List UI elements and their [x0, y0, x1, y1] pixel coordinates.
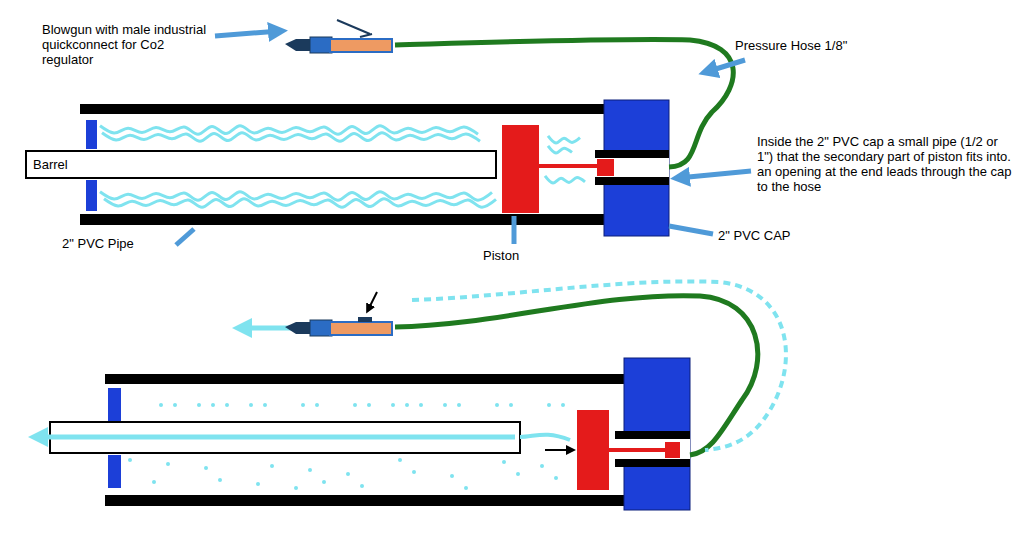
gas-particle — [509, 403, 513, 407]
gas-particle — [443, 403, 447, 407]
gas-particle — [152, 480, 156, 484]
gas-particle — [218, 478, 222, 482]
gas-flow — [36, 435, 515, 440]
gas-flow — [545, 176, 585, 183]
motion-arrow — [545, 449, 572, 451]
piston — [502, 125, 539, 213]
blowgun — [285, 292, 392, 336]
piston-rod — [539, 164, 600, 168]
pipe-wall — [80, 214, 606, 225]
gas-particle — [554, 476, 558, 480]
gas-particle — [256, 482, 260, 486]
gas-particle — [211, 403, 215, 407]
piston-secondary — [597, 159, 614, 176]
gas-particle — [405, 403, 409, 407]
blowgun — [285, 20, 392, 53]
piston — [577, 410, 609, 490]
gas-flow — [548, 136, 580, 143]
flow-bottom — [36, 403, 570, 490]
gas-particle — [360, 484, 364, 488]
gas-particle — [367, 403, 371, 407]
gas-particle — [308, 468, 312, 472]
barrel-box: Barrel — [25, 150, 497, 179]
gas-particle — [159, 403, 163, 407]
gas-particle — [547, 403, 551, 407]
callout-text: Pressure Hose 1/8" — [735, 38, 905, 53]
gas-flow — [520, 435, 570, 440]
gas-flow — [100, 126, 478, 134]
gas-particle — [502, 460, 506, 464]
barrel-ring — [86, 120, 97, 149]
part-name: Piston — [483, 248, 553, 263]
gas-particle — [294, 486, 298, 490]
gas-particle — [249, 403, 253, 407]
gas-particle — [457, 403, 461, 407]
gas-particle — [204, 466, 208, 470]
pressure-hose — [395, 296, 758, 455]
piston-rod — [609, 448, 668, 452]
gas-particle — [561, 403, 565, 407]
gas-particle — [301, 403, 305, 407]
gas-particle — [173, 403, 177, 407]
gas-particle — [398, 458, 402, 462]
leader-lines — [176, 31, 751, 245]
gas-particle — [353, 403, 357, 407]
gas-flow — [548, 146, 572, 153]
piston-secondary — [665, 442, 680, 458]
barrel-ring — [108, 455, 121, 488]
gas-flow — [100, 192, 492, 200]
gas-particle — [495, 403, 499, 407]
gas-particle — [464, 486, 468, 490]
barrel-ring — [86, 180, 97, 211]
gas-particle — [128, 458, 132, 462]
gas-particle — [166, 462, 170, 466]
pipe-wall — [105, 374, 626, 384]
gas-particle — [270, 464, 274, 468]
gas-flow — [102, 133, 480, 141]
part-name: 2" PVC CAP — [718, 228, 838, 243]
gas-particle — [197, 403, 201, 407]
pressure-hose — [395, 39, 733, 167]
gas-particle — [450, 474, 454, 478]
small-pipe — [595, 150, 669, 185]
part-name: 2" PVC Pipe — [62, 236, 172, 251]
callout-text: Blowgun with male industrial quickconnec… — [42, 22, 217, 67]
gas-flow — [104, 199, 496, 207]
gas-particle — [412, 470, 416, 474]
pipe-wall — [105, 495, 626, 506]
callout-text: Inside the 2" PVC cap a small pipe (1/2 … — [757, 134, 1015, 194]
gas-particle — [540, 464, 544, 468]
gas-particle — [391, 403, 395, 407]
gas-particle — [516, 472, 520, 476]
gas-particle — [315, 403, 319, 407]
pipe-wall — [80, 104, 606, 114]
gas-particle — [322, 480, 326, 484]
gas-particle — [225, 403, 229, 407]
gas-particle — [419, 403, 423, 407]
gas-flow — [412, 281, 786, 450]
barrel-ring — [108, 388, 121, 421]
part-name: Barrel — [33, 157, 68, 172]
small-pipe-bore — [595, 158, 669, 177]
gas-particle — [263, 403, 267, 407]
gas-particle — [346, 472, 350, 476]
